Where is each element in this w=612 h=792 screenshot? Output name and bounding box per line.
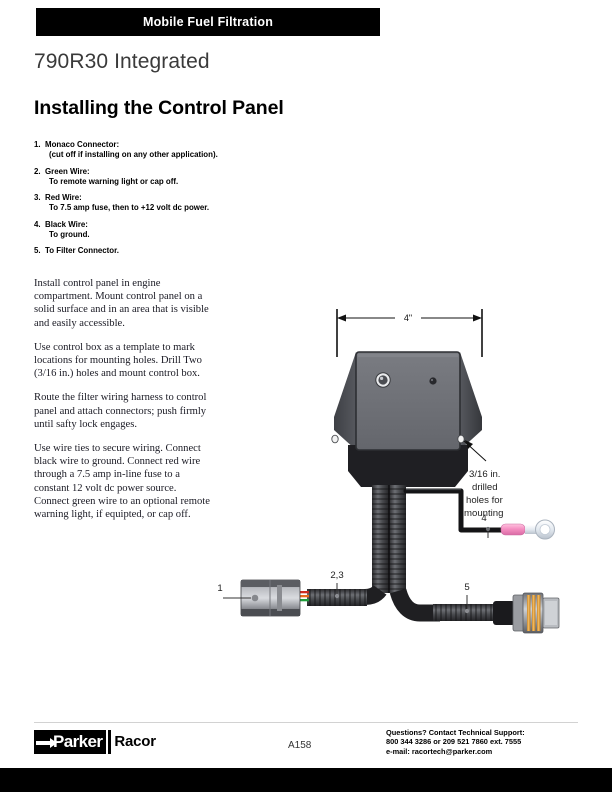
logo-divider	[108, 730, 112, 754]
legend-description: To 7.5 amp fuse, then to +12 volt dc pow…	[49, 203, 210, 213]
legend-number: 2.	[34, 166, 41, 176]
callout-23: 2,3	[330, 570, 344, 599]
ground-wire-black	[403, 488, 506, 533]
indicator-lamp-icon	[375, 372, 391, 388]
control-box	[331, 351, 482, 487]
dimension-label: 4"	[404, 313, 412, 323]
header-banner-title: Mobile Fuel Filtration	[142, 15, 274, 29]
conduit-vertical	[372, 485, 406, 593]
conduit-right-branch	[389, 588, 495, 622]
mounting-hole-left	[331, 434, 339, 444]
support-line-1: Questions? Contact Technical Support:	[386, 728, 525, 737]
conduit-left-branch	[307, 584, 387, 606]
status-dot-icon	[429, 377, 437, 385]
page-title: Installing the Control Panel	[34, 97, 284, 119]
list-item: 5. To Filter Connector.	[34, 246, 239, 256]
legend-body: Green Wire: To remote warning light or c…	[45, 167, 239, 188]
callout-5: 5	[464, 582, 470, 614]
legend-title: Black Wire:	[45, 219, 88, 229]
legend-number: 3.	[34, 193, 41, 203]
support-line-3: e-mail: racortech@parker.com	[386, 746, 493, 756]
filter-contacts	[527, 595, 541, 631]
support-contact-block: Questions? Contact Technical Support: 80…	[386, 728, 525, 756]
legend-body: Monaco Connector: (cut off if installing…	[45, 140, 239, 161]
callout-4-label: 4	[481, 513, 487, 524]
callout-23-label: 2,3	[330, 570, 343, 581]
wire-leads	[300, 591, 309, 602]
legend-number: 1.	[34, 140, 41, 149]
page-number: A158	[288, 740, 312, 751]
callout-1-label: 1	[217, 583, 222, 594]
body-copy: Install control panel in engine compartm…	[34, 277, 210, 532]
callout-4: 4	[481, 513, 491, 538]
list-item: 3. Red Wire: To 7.5 amp fuse, then to +1…	[34, 193, 239, 214]
dimension-4-inch: 4"	[336, 309, 483, 357]
list-item: 1. Monaco Connector: (cut off if install…	[34, 140, 239, 161]
callout-5-label: 5	[464, 582, 469, 593]
racor-wordmark: Racor	[114, 733, 156, 750]
paragraph: Use wire ties to secure wiring. Connect …	[34, 443, 210, 521]
footer-divider	[34, 722, 578, 723]
legend-title: Red Wire:	[45, 193, 82, 203]
list-item: 4. Black Wire: To ground.	[34, 220, 239, 241]
legend-title: Green Wire:	[45, 166, 90, 176]
header-banner: Mobile Fuel Filtration	[36, 8, 380, 36]
wiring-diagram: 4" 3/	[215, 295, 595, 655]
legend-number: 4.	[34, 219, 41, 229]
ring-terminal	[500, 519, 555, 540]
parker-wordmark: Parker	[53, 732, 103, 751]
legend-title: Monaco Connector:	[45, 140, 120, 149]
support-line-2: 800 344 3286 or 209 521 7860 ext. 7555	[386, 737, 522, 747]
footer-bar	[0, 768, 612, 792]
mounting-hole-right	[457, 434, 465, 444]
paragraph: Use control box as a template to mark lo…	[34, 341, 202, 380]
legend-description: (cut off if installing on any other appl…	[49, 150, 218, 160]
hole-callout-line-2: drilled	[472, 482, 498, 493]
legend-description: To remote warning light or cap off.	[49, 176, 179, 186]
hole-callout-line-1: 3/16 in.	[469, 469, 500, 480]
legend-description: To ground.	[49, 230, 90, 240]
arrow-icon	[36, 737, 57, 748]
legend-body: Red Wire: To 7.5 amp fuse, then to +12 v…	[45, 193, 239, 214]
parker-logo-mark: Parker	[34, 730, 107, 754]
callout-1: 1	[217, 583, 251, 599]
paragraph: Route the filter wiring harness to contr…	[34, 392, 207, 430]
hole-callout: 3/16 in. drilled holes for mounting	[463, 440, 504, 519]
legend-body: To Filter Connector.	[45, 246, 239, 256]
monaco-connector	[240, 579, 301, 617]
paragraph: Install control panel in engine compartm…	[34, 278, 209, 329]
legend-number: 5.	[34, 246, 41, 256]
hole-callout-line-4: mounting	[464, 508, 503, 519]
model-title: 790R30 Integrated	[34, 50, 210, 73]
legend-list: 1. Monaco Connector: (cut off if install…	[34, 140, 239, 263]
legend-body: Black Wire: To ground.	[45, 220, 239, 241]
hole-callout-line-3: holes for	[466, 495, 504, 506]
legend-title: To Filter Connector.	[45, 246, 119, 256]
list-item: 2. Green Wire: To remote warning light o…	[34, 167, 239, 188]
parker-racor-logo: Parker Racor	[34, 729, 156, 755]
filter-connector	[493, 592, 560, 634]
